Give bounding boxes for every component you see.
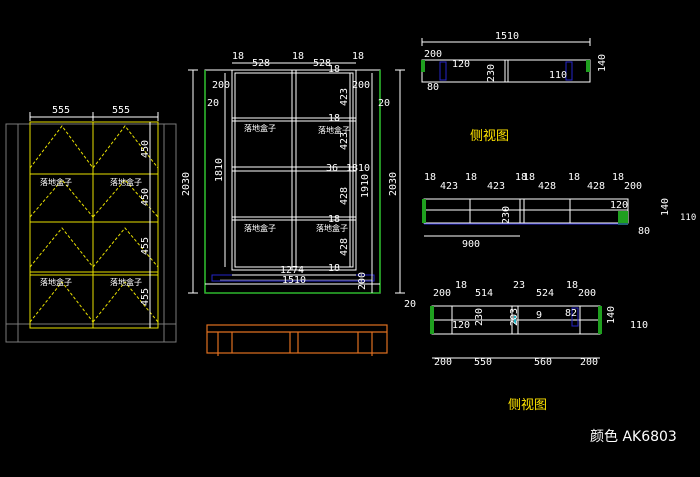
item-label: 落地盒子 — [318, 125, 350, 135]
mid-dim-15: 110 — [680, 213, 696, 223]
front-right-dim-200: 200 — [352, 80, 370, 91]
front-right-dim-1: 423 — [339, 88, 350, 106]
middle-section-view: 18 423 18 423 18 18 428 18 428 18 200 23… — [422, 172, 696, 250]
front-right-dim-3: 36 — [326, 163, 338, 174]
top-dim-6: 140 — [597, 54, 608, 72]
top-dim-5: 110 — [549, 70, 567, 81]
bot-dim-6: 18 — [566, 280, 578, 291]
front-right-dim-18a: 18 — [328, 64, 340, 75]
front-right-dim-6: 18 — [328, 214, 340, 225]
front-right-dim-2: 18 — [328, 113, 340, 124]
bot-dim-19: 200 — [580, 357, 598, 368]
left-height-3: 455 — [140, 237, 151, 255]
front-right-dim-4: 18 — [346, 163, 358, 174]
front-inner-frame — [231, 69, 357, 271]
item-label: 落地盒子 — [244, 123, 276, 133]
front-left-dim-2: 20 — [207, 98, 219, 109]
bot-dim-16: 200 — [434, 357, 452, 368]
bot-dim-12: 9 — [536, 310, 542, 321]
front-right-dim-7: 428 — [339, 238, 350, 256]
top-dim-3: 230 — [486, 64, 497, 82]
mid-dim-6: 18 — [523, 172, 535, 183]
mid-dim-8: 18 — [568, 172, 580, 183]
bot-dim-5: 524 — [536, 288, 554, 299]
front-right-dim-10: 10 — [358, 163, 370, 174]
left-outer-frame — [5, 123, 177, 343]
item-label: 落地盒子 — [316, 223, 348, 233]
front-bottom-dim-1: 1274 — [280, 265, 304, 276]
top-width: 1510 — [495, 31, 519, 42]
front-left-dim-4: 2030 — [181, 172, 192, 196]
bot-dim-17: 550 — [474, 357, 492, 368]
bot-dim-1: 200 — [433, 288, 451, 299]
mid-dim-11: 200 — [624, 181, 642, 192]
side-view-label-1: 侧视图 — [470, 129, 509, 144]
mid-dim-9: 428 — [587, 181, 605, 192]
mid-dim-10: 18 — [612, 172, 624, 183]
mid-dim-3: 18 — [465, 172, 477, 183]
front-top-dim-5: 18 — [352, 51, 364, 62]
front-bottom-dim-2: 1510 — [282, 275, 306, 286]
left-inner-grid — [29, 121, 159, 329]
mid-dim-7: 428 — [538, 181, 556, 192]
mid-dim-5: 18 — [515, 172, 527, 183]
front-right-dim-1910: 1910 — [360, 174, 371, 198]
bot-dim-8: 20 — [404, 299, 416, 310]
front-top-dim-4: 528 — [313, 58, 331, 69]
bot-dim-15: 110 — [630, 320, 648, 331]
front-top-dim-2: 528 — [252, 58, 270, 69]
top-dim-4: 80 — [427, 82, 439, 93]
bot-dim-4: 23 — [513, 280, 525, 291]
left-elevation: 555 555 450 450 455 455 落地盒子 落地盒子 落地盒子 落… — [5, 105, 177, 343]
mid-dim-14: 140 — [660, 198, 671, 216]
front-top-dim-1: 18 — [232, 51, 244, 62]
front-right-dim-423b: 423 — [339, 132, 350, 150]
left-height-2: 450 — [140, 188, 151, 206]
left-width-2: 555 — [112, 105, 130, 116]
item-label: 落地盒子 — [40, 277, 72, 287]
left-height-4: 455 — [140, 288, 151, 306]
bot-dim-9: 120 — [452, 320, 470, 331]
bot-dim-13: 82 — [565, 308, 577, 319]
bot-dim-14: 140 — [606, 306, 617, 324]
top-dim-1: 200 — [424, 49, 442, 60]
bot-dim-18: 560 — [534, 357, 552, 368]
left-width-1: 555 — [52, 105, 70, 116]
mid-dim-2: 423 — [440, 181, 458, 192]
bottom-section-view: 200 18 514 23 524 18 200 20 120 230 203 … — [404, 280, 648, 413]
orange-base-section — [206, 324, 388, 356]
bot-dim-2: 18 — [455, 280, 467, 291]
top-dim-2: 120 — [452, 59, 470, 70]
mid-dim-1: 18 — [424, 172, 436, 183]
front-right-dim-5: 428 — [339, 187, 350, 205]
mid-dim-12: 230 — [501, 206, 512, 224]
bot-dim-7: 200 — [578, 288, 596, 299]
front-left-dim-3: 1810 — [214, 158, 225, 182]
top-section-view: 1510 200 120 230 80 110 140 侧视图 — [421, 31, 608, 144]
front-left-dim-1: 200 — [212, 80, 230, 91]
mid-dim-13: 120 — [610, 200, 628, 211]
front-top-dim-3: 18 — [292, 51, 304, 62]
left-height-1: 450 — [140, 140, 151, 158]
item-label: 落地盒子 — [40, 177, 72, 187]
mid-dim-4: 423 — [487, 181, 505, 192]
mid-dim-17: 900 — [462, 239, 480, 250]
color-code-title: 颜色 AK6803 — [590, 428, 677, 445]
bot-dim-3: 514 — [475, 288, 493, 299]
item-label: 落地盒子 — [110, 277, 142, 287]
item-label: 落地盒子 — [110, 177, 142, 187]
front-elevation: 18 528 18 528 18 200 20 1810 2030 18 423… — [181, 51, 405, 294]
side-view-label-2: 侧视图 — [508, 398, 547, 413]
bot-dim-10: 230 — [474, 308, 485, 326]
item-label: 落地盒子 — [244, 223, 276, 233]
bot-dim-11: 203 — [509, 308, 520, 326]
front-right-dim-2030: 2030 — [388, 172, 399, 196]
front-right-dim-8: 18 — [328, 263, 340, 274]
mid-dim-16: 80 — [638, 226, 650, 237]
front-right-dim-20: 20 — [378, 98, 390, 109]
front-right-dim-9: 200 — [357, 272, 368, 290]
